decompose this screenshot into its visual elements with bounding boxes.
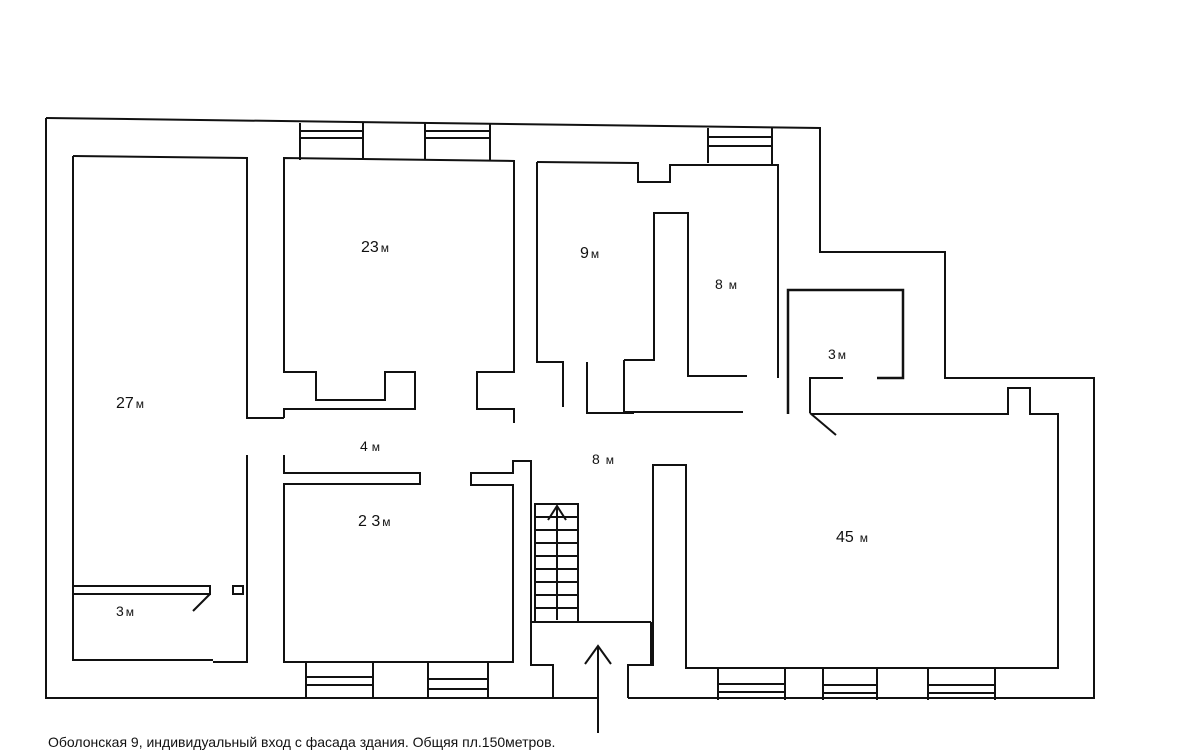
room-area-unit: м [135,397,145,411]
room-area-unit: м [590,247,600,261]
room-area-value: 45 [836,529,854,546]
room-area-unit: м [371,440,381,454]
room-area-unit: м [859,531,869,545]
room-label-45: 45 м [836,529,868,547]
room-27-walls [72,155,284,663]
plan-caption: Оболонская 9, индивидуальный вход с фаса… [48,734,556,750]
room-area-unit: м [605,453,615,467]
room-area-unit: м [125,605,135,619]
room-area-value: 8 [715,276,723,292]
room-area-unit: м [380,241,390,255]
room-area-value: 2 3 [358,513,381,530]
staircase [530,503,652,698]
room-area-value: 3 [828,346,836,362]
room-area-value: 3 [116,603,124,619]
room-area-unit: м [728,278,738,292]
room-45-walls [652,387,1059,700]
room-area-unit: м [382,515,391,529]
room-area-value: 27 [116,395,134,412]
room-9-8-walls [536,128,779,414]
room-area-value: 9 [580,245,589,262]
room-3-right-walls [786,288,905,436]
room-area-value: 23 [361,239,379,256]
room-23-top-walls [283,123,515,423]
room-23-bottom-walls [283,455,532,697]
room-area-value: 8 [592,451,600,467]
entrance-arrow [584,644,612,733]
room-area-unit: м [837,348,847,362]
outer-wall [45,117,1095,699]
room-area-value: 4 [360,438,368,454]
